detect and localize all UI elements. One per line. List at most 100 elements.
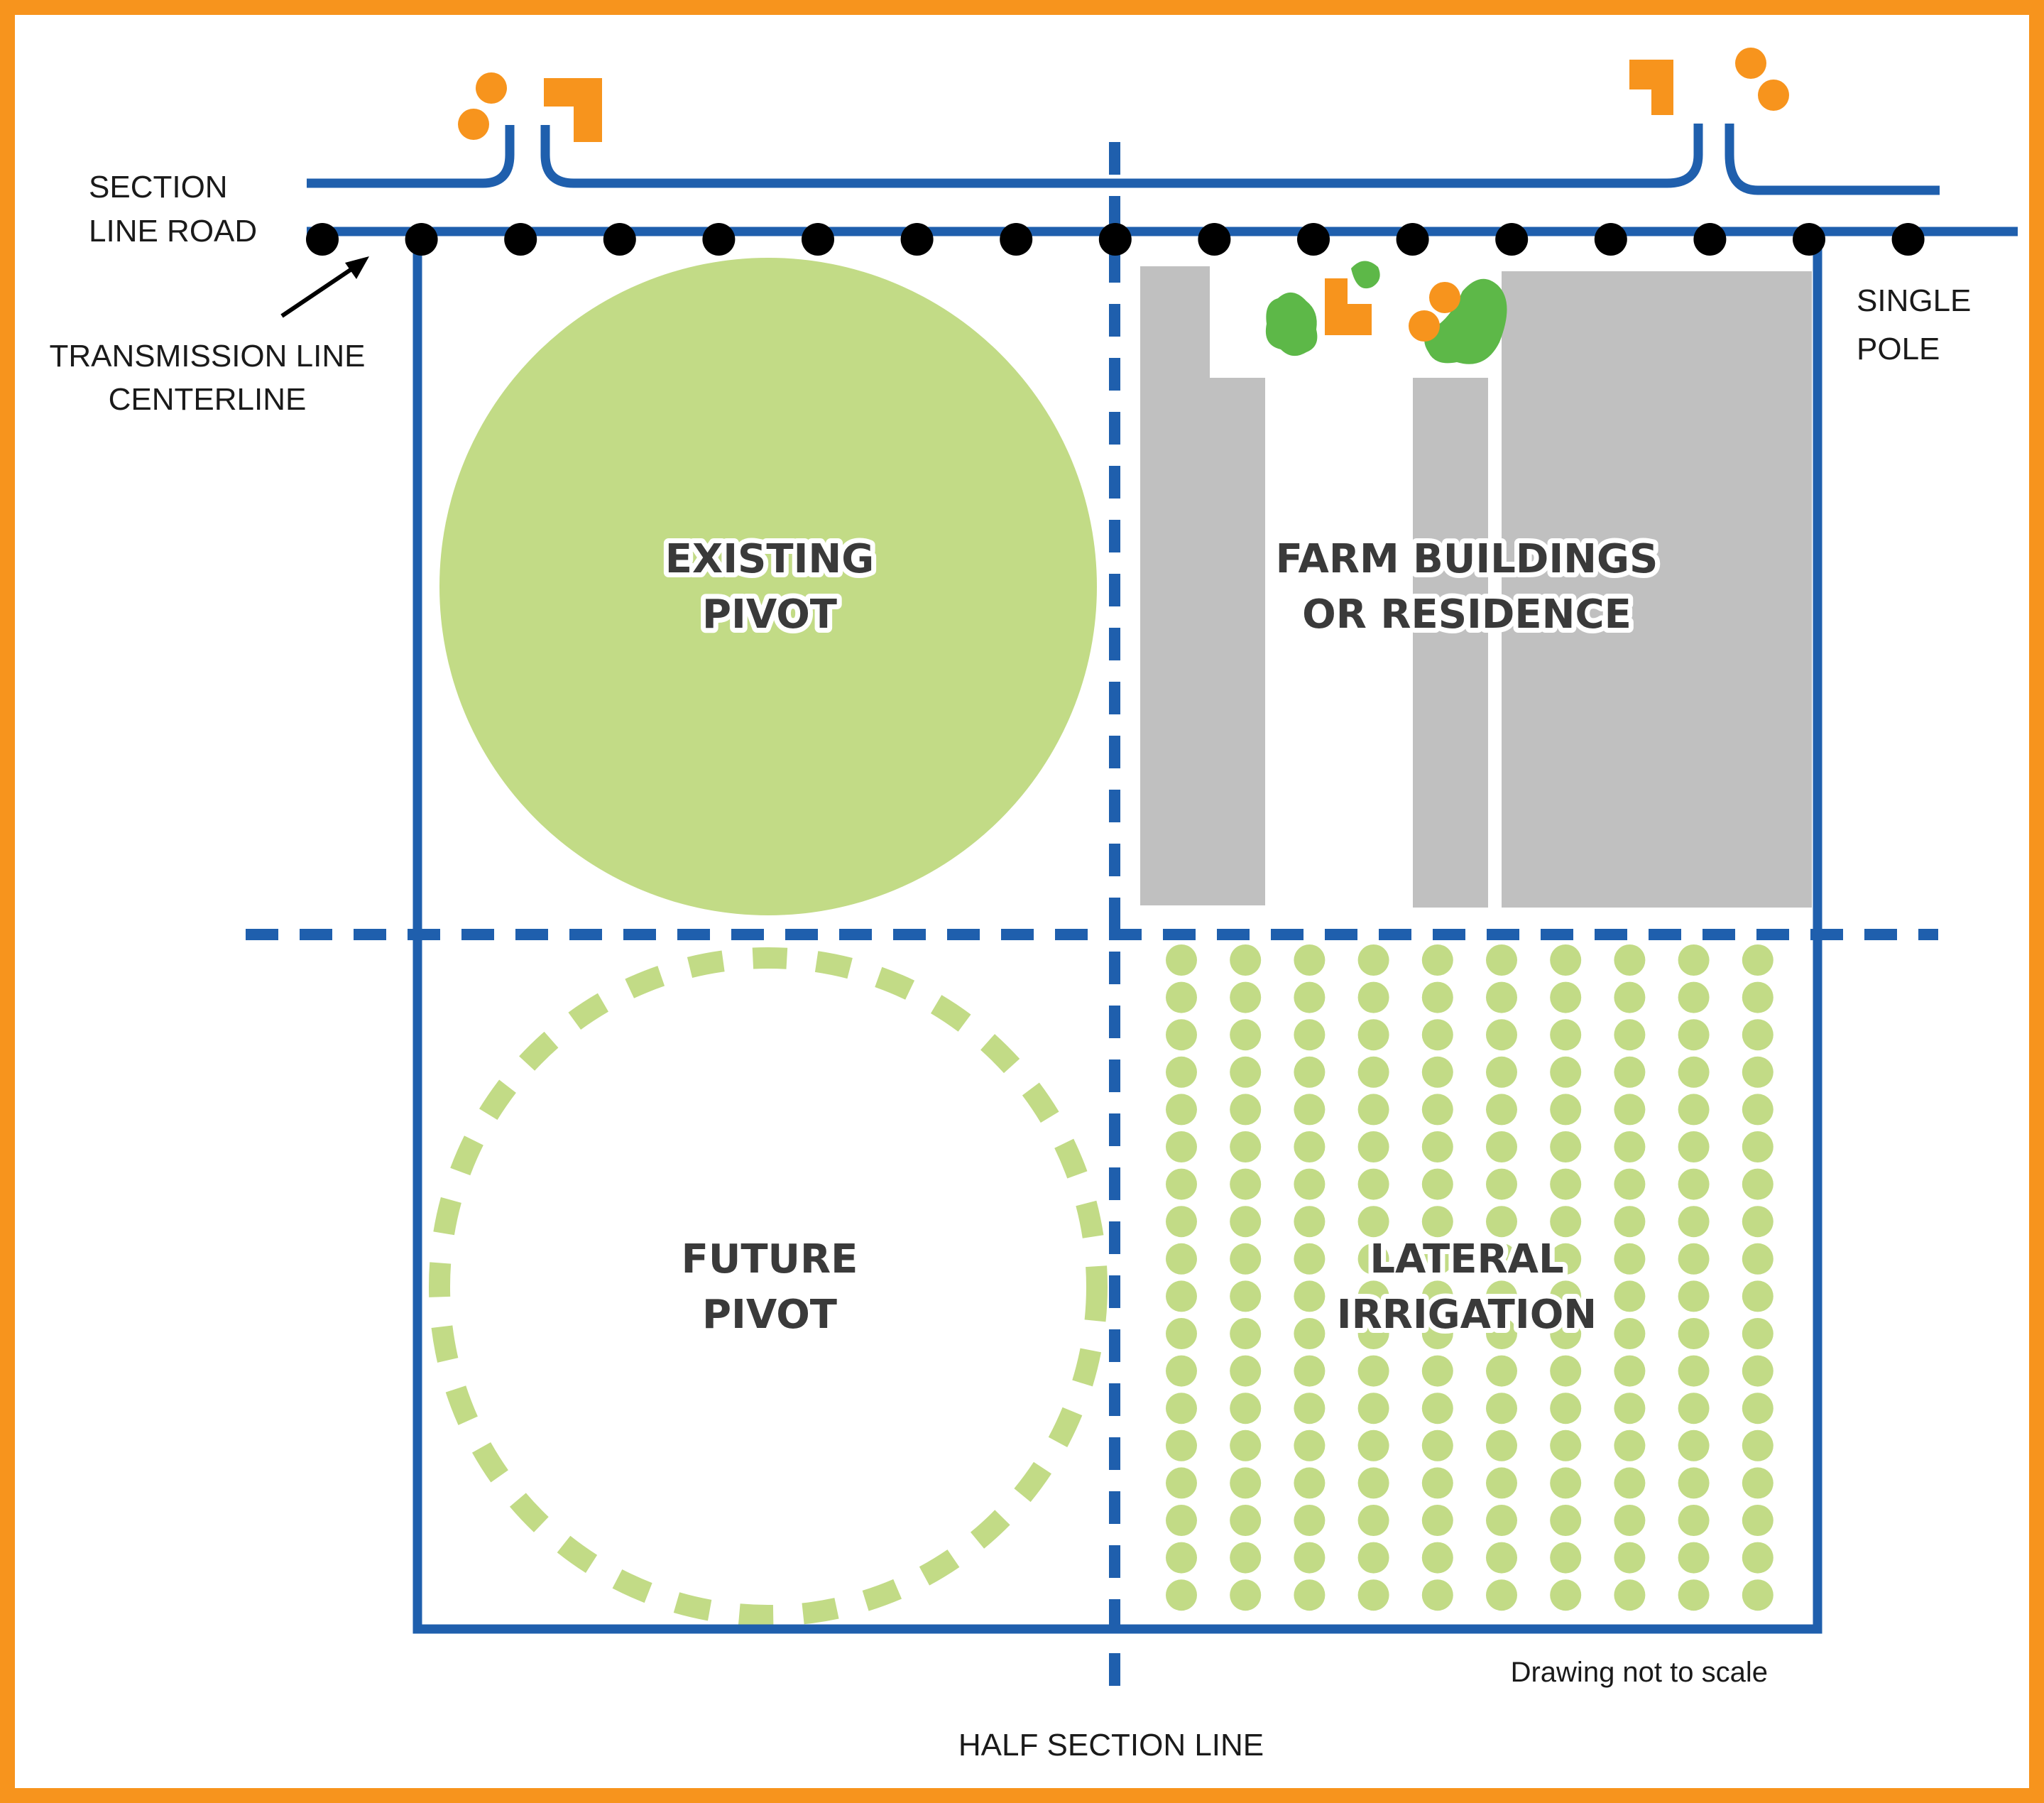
irrigation-dot (1486, 944, 1517, 976)
irrigation-dot (1614, 1467, 1646, 1499)
irrigation-dot (1614, 1505, 1646, 1536)
irrigation-dot (1357, 1579, 1389, 1611)
irrigation-dot (1614, 944, 1646, 976)
irrigation-dot (1550, 1206, 1582, 1238)
irrigation-dot (1294, 1355, 1326, 1387)
farm-building-left (1140, 266, 1265, 905)
irrigation-dot (1421, 1505, 1453, 1536)
irrigation-dot (1421, 981, 1453, 1013)
irrigation-dot (1357, 1019, 1389, 1051)
irrigation-dot (1421, 1579, 1453, 1611)
irrigation-dot (1550, 1131, 1582, 1162)
irrigation-dot (1230, 1355, 1262, 1387)
half-section-line-label: HALF SECTION LINE (958, 1728, 1264, 1763)
irrigation-dot (1614, 1280, 1646, 1312)
section-line-road (307, 124, 1940, 195)
irrigation-dot (1421, 944, 1453, 976)
irrigation-dot (1230, 1168, 1262, 1200)
irrigation-dot (1294, 1056, 1326, 1088)
irrigation-dot (1166, 1019, 1197, 1051)
irrigation-dot (1357, 1280, 1389, 1312)
irrigation-dot (1550, 1429, 1582, 1461)
irrigation-dot (1550, 1542, 1582, 1574)
irrigation-dot (1230, 1280, 1262, 1312)
farm-building-middle (1413, 378, 1488, 908)
irrigation-dot (1550, 1094, 1582, 1126)
pole-icon (504, 223, 537, 256)
irrigation-dot (1166, 981, 1197, 1013)
tree-icon (1758, 80, 1789, 111)
pole-icon (1098, 223, 1132, 256)
irrigation-dot (1486, 1542, 1517, 1574)
irrigation-dot (1614, 1206, 1646, 1238)
shrub-icon (1265, 292, 1318, 356)
irrigation-dot (1550, 1318, 1582, 1349)
irrigation-dot (1614, 1579, 1646, 1611)
irrigation-dot (1166, 1579, 1197, 1611)
irrigation-dot (1357, 1131, 1389, 1162)
irrigation-dot (1166, 1429, 1197, 1461)
tree-icon (476, 72, 507, 104)
irrigation-dot (1230, 1505, 1262, 1536)
irrigation-dot (1357, 1318, 1389, 1349)
irrigation-dot (1614, 981, 1646, 1013)
irrigation-dot (1166, 1168, 1197, 1200)
irrigation-dot (1742, 1505, 1774, 1536)
irrigation-dot (1614, 1131, 1646, 1162)
pole-icon (1198, 223, 1231, 256)
irrigation-dot (1294, 1280, 1326, 1312)
irrigation-dot (1230, 1243, 1262, 1275)
irrigation-dot (1486, 1206, 1517, 1238)
irrigation-dot (1166, 1318, 1197, 1349)
tree-icon (1735, 48, 1766, 79)
irrigation-dot (1421, 1318, 1453, 1349)
irrigation-dot (1550, 981, 1582, 1013)
pole-icon (405, 223, 438, 256)
irrigation-dot (1230, 1206, 1262, 1238)
irrigation-dot (1550, 1056, 1582, 1088)
irrigation-dot (1742, 1094, 1774, 1126)
irrigation-dot (1421, 1206, 1453, 1238)
irrigation-dot (1357, 1094, 1389, 1126)
irrigation-dot (1166, 1467, 1197, 1499)
irrigation-dot (1230, 944, 1262, 976)
irrigation-dot (1742, 1019, 1774, 1051)
irrigation-dot (1421, 1355, 1453, 1387)
pole-icon (702, 223, 736, 256)
irrigation-dot (1294, 1168, 1326, 1200)
irrigation-dot (1166, 1355, 1197, 1387)
irrigation-dot (1166, 1542, 1197, 1574)
irrigation-dot (1614, 1318, 1646, 1349)
irrigation-dot (1550, 1467, 1582, 1499)
irrigation-dot (1550, 1393, 1582, 1425)
irrigation-dot (1166, 1131, 1197, 1162)
irrigation-dot (1421, 1131, 1453, 1162)
irrigation-dot (1230, 1467, 1262, 1499)
house-icon (1629, 60, 1673, 115)
irrigation-dot (1421, 1019, 1453, 1051)
house-icon (544, 78, 602, 142)
irrigation-dot (1678, 1505, 1710, 1536)
irrigation-dot (1550, 1355, 1582, 1387)
irrigation-dot (1294, 1131, 1326, 1162)
irrigation-dot (1421, 1056, 1453, 1088)
irrigation-dot (1678, 1168, 1710, 1200)
irrigation-dot (1230, 1542, 1262, 1574)
pole-icon (1396, 223, 1429, 256)
irrigation-dot (1678, 1056, 1710, 1088)
not-to-scale-note: Drawing not to scale (1511, 1657, 1768, 1688)
transmission-line-label-1: TRANSMISSION LINE (50, 339, 366, 374)
pole-icon (1891, 223, 1925, 256)
pole-icon (1000, 223, 1033, 256)
irrigation-dot (1357, 1206, 1389, 1238)
irrigation-dot (1230, 1019, 1262, 1051)
irrigation-dot (1294, 944, 1326, 976)
irrigation-dot (1421, 1168, 1453, 1200)
irrigation-dot (1421, 1467, 1453, 1499)
pole-icon (900, 223, 934, 256)
single-pole-label-2: POLE (1857, 332, 1940, 366)
irrigation-dot (1742, 1429, 1774, 1461)
